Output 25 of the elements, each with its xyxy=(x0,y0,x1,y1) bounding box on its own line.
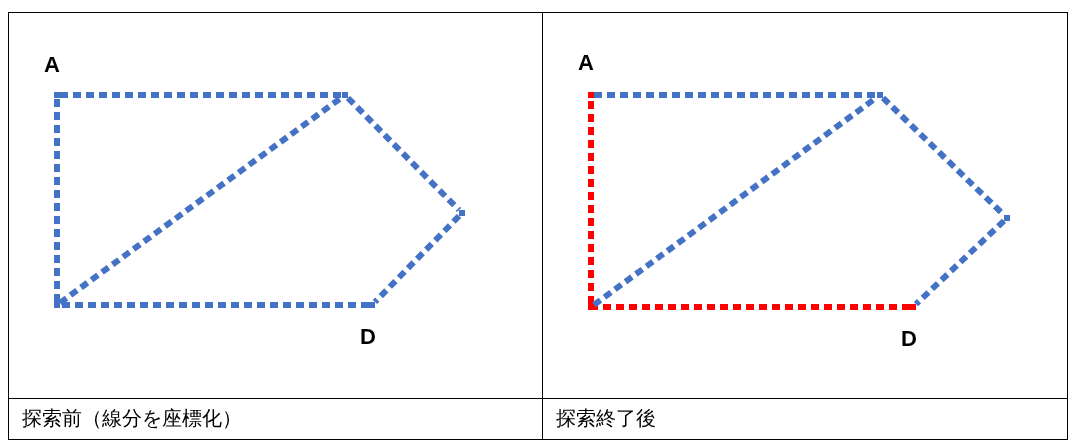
vertex-point xyxy=(588,92,594,98)
caption-text: 探索前（線分を座標化） xyxy=(22,406,242,431)
vertex-label: D xyxy=(360,326,376,348)
vertex-point xyxy=(54,302,60,308)
vertex-point xyxy=(1004,215,1010,221)
dashed-line xyxy=(54,98,60,302)
vertex-point xyxy=(588,304,594,310)
caption-text: 探索終了後 xyxy=(556,406,656,431)
vertex-point xyxy=(54,92,60,98)
dashed-line xyxy=(594,92,877,98)
dashed-line xyxy=(594,304,910,310)
dashed-line xyxy=(60,92,342,98)
vertex-point xyxy=(910,304,916,310)
vertex-label: D xyxy=(901,328,917,350)
vertex-point xyxy=(369,302,375,308)
vertex-label: A xyxy=(44,54,60,76)
vertex-point xyxy=(877,92,883,98)
dashed-line xyxy=(588,98,594,304)
vertex-label: A xyxy=(578,52,594,74)
dashed-line xyxy=(60,302,369,308)
dashed-line xyxy=(345,95,462,213)
dashed-line xyxy=(913,218,1007,307)
vertex-point xyxy=(342,92,348,98)
dashed-line xyxy=(372,213,462,305)
vertex-point xyxy=(459,210,465,216)
